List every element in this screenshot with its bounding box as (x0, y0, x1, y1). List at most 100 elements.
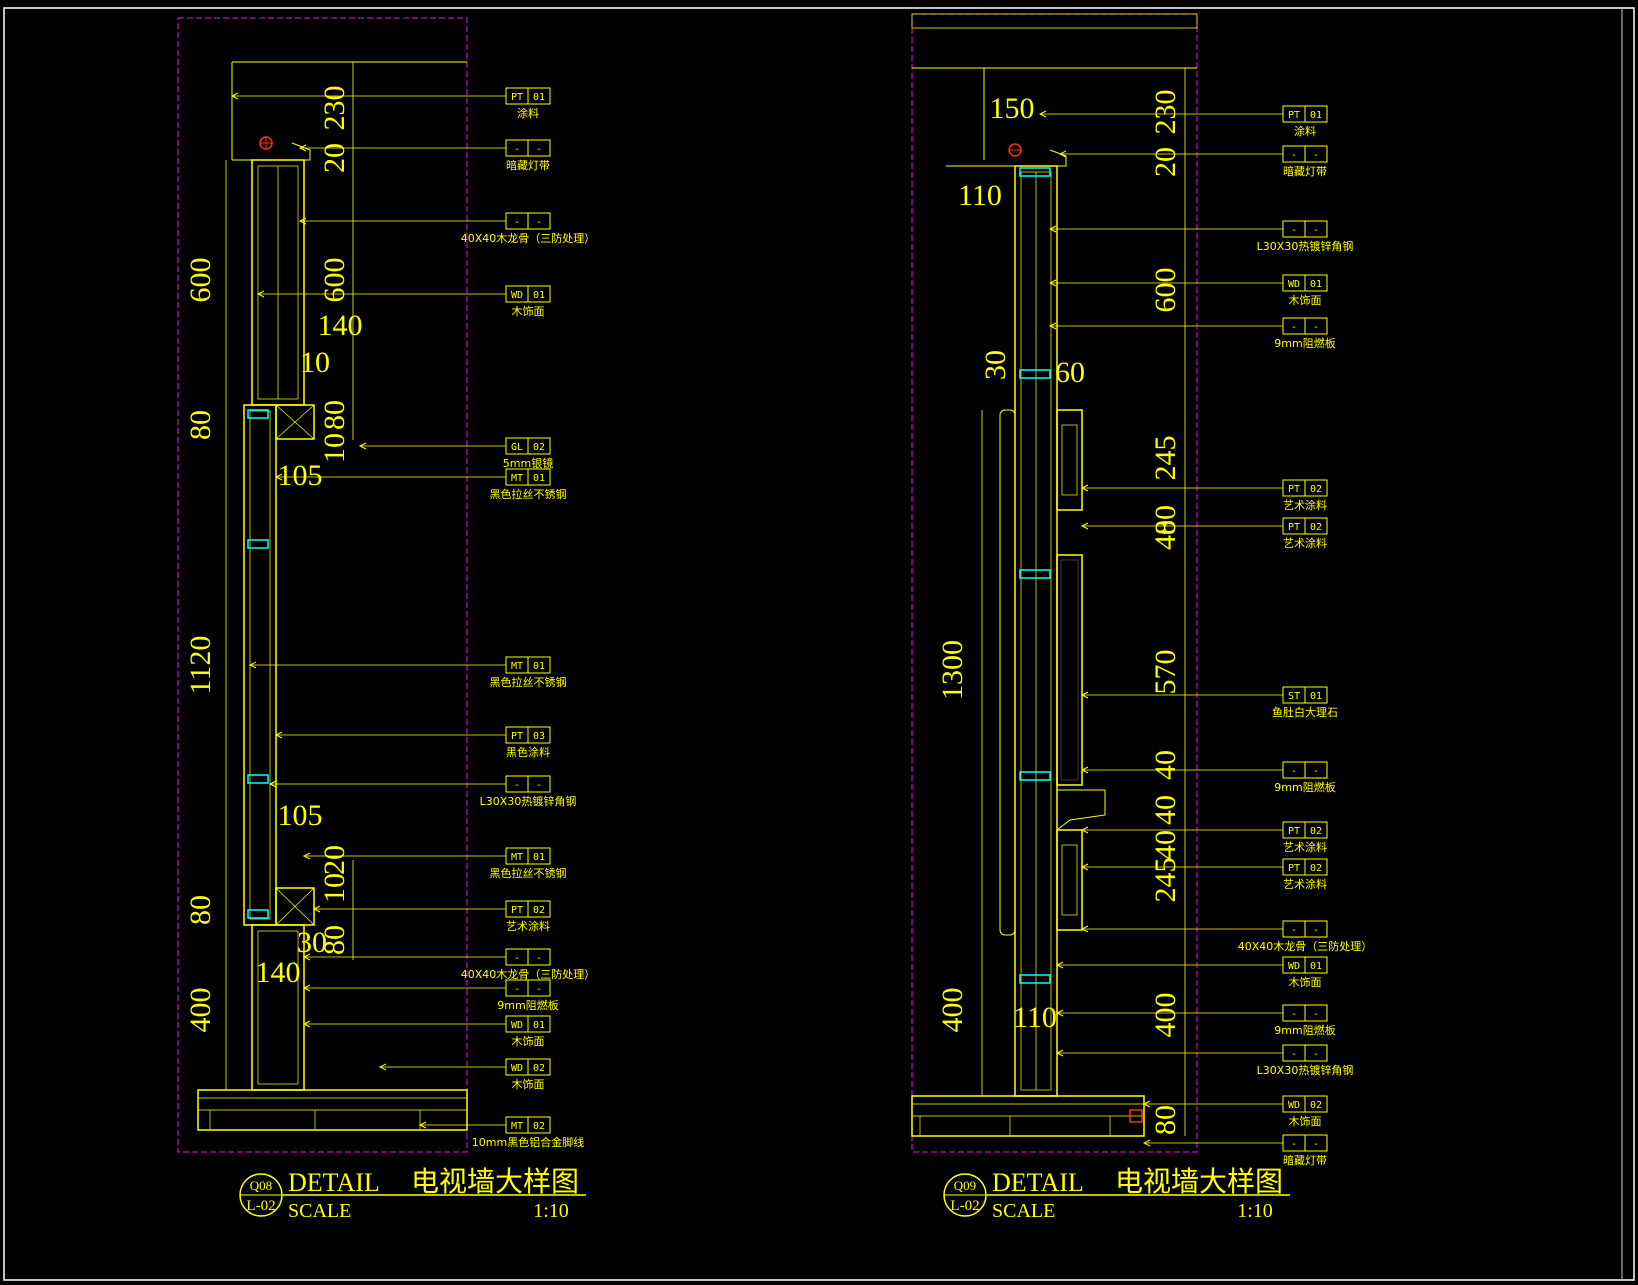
material-tag: --40X40木龙骨（三防处理） (302, 948, 596, 981)
tag-number: 01 (533, 661, 545, 672)
steel-angle-marker (1019, 167, 1051, 177)
tag-label: 黑色涂料 (506, 745, 550, 759)
dimension-value: 80 (1149, 1105, 1182, 1135)
tag-code: ST (1288, 691, 1300, 702)
tag-code: MT (511, 852, 523, 863)
dimension-value: 245 (1149, 436, 1182, 481)
tag-number: 02 (1310, 484, 1322, 495)
tag-label: 9mm阻燃板 (1274, 1023, 1335, 1037)
tag-code: - (514, 144, 520, 155)
tag-number: - (1313, 225, 1319, 236)
steel-angle-marker (1019, 369, 1051, 379)
tag-code: - (514, 780, 520, 791)
tag-label: 9mm阻燃板 (1274, 336, 1335, 350)
tag-code: - (1291, 1009, 1297, 1020)
tag-label: 木饰面 (512, 304, 545, 318)
tag-code: PT (511, 92, 523, 103)
tag-label: 5mm银镜 (503, 456, 553, 470)
tag-code: - (1291, 150, 1297, 161)
lower-art-panel (1056, 829, 1083, 931)
ceiling-cove (946, 149, 1067, 167)
tag-label: 40X40木龙骨（三防处理） (1238, 939, 1373, 953)
tag-code: MT (511, 661, 523, 672)
tag-code: PT (1288, 863, 1300, 874)
dimension-value: 600 (318, 258, 351, 303)
dimension-value: 140 (256, 956, 301, 989)
tag-number: - (536, 144, 542, 155)
tag-label: 涂料 (1294, 124, 1316, 138)
dimension-value: 110 (958, 179, 1002, 212)
tag-number: - (536, 953, 542, 964)
dimension-value: 80 (184, 410, 217, 440)
tag-label: 木饰面 (1289, 1114, 1322, 1128)
material-tag: WD 02 木饰面 (1142, 1095, 1328, 1128)
dimension-value: 105 (278, 799, 323, 832)
tag-label: 暗藏灯带 (506, 158, 550, 172)
tag-label: 10mm黑色铝合金脚线 (472, 1135, 584, 1149)
tag-label: 40X40木龙骨（三防处理） (461, 967, 596, 981)
dimension-value: 80 (1149, 505, 1182, 535)
tag-code: GL (511, 442, 523, 453)
tag-label: 黑色拉丝不锈钢 (490, 866, 567, 880)
dimension-value: 245 (1149, 858, 1182, 903)
tag-label: 艺术涂料 (1283, 536, 1327, 550)
dimension-value: 10 (300, 346, 330, 379)
tag-number: 01 (533, 290, 545, 301)
detail-label: DETAIL (288, 1168, 380, 1197)
material-tag: - - 暗藏灯带 (298, 139, 551, 172)
tag-label: 木饰面 (512, 1034, 545, 1048)
scale-label: SCALE (288, 1200, 351, 1222)
view-frame (911, 13, 1198, 1153)
dimension-value: 105 (278, 459, 323, 492)
tag-number: 02 (533, 1063, 545, 1074)
marble-panel (1056, 554, 1083, 786)
tag-label: L30X30热镀锌角钢 (1257, 239, 1354, 253)
dimension-value: 150 (990, 92, 1035, 125)
tag-code: - (1291, 322, 1297, 333)
steel-angle-marker (1019, 569, 1051, 579)
scale-value: 1:10 (1237, 1200, 1273, 1222)
tag-label: 40X40木龙骨（三防处理） (461, 231, 596, 245)
detail-number: Q09 (954, 1178, 976, 1193)
tag-number: 01 (1310, 691, 1322, 702)
tag-label: 暗藏灯带 (1283, 1153, 1327, 1167)
dimension-value: 230 (1149, 90, 1182, 135)
upper-art-panel (1056, 409, 1083, 511)
dimension-value: 40 (1149, 830, 1182, 860)
tag-code: PT (1288, 110, 1300, 121)
tag-label: 黑色拉丝不锈钢 (490, 487, 567, 501)
tag-number: 01 (1310, 961, 1322, 972)
tag-label: 艺术涂料 (1283, 877, 1327, 891)
tag-code: WD (511, 1020, 523, 1031)
tag-code: WD (1288, 1100, 1300, 1111)
tag-label: 木饰面 (1289, 975, 1322, 989)
tag-number: 03 (533, 731, 545, 742)
dimension-value: 30 (297, 926, 327, 959)
sheet-number: L-02 (950, 1198, 979, 1214)
tag-label: 鱼肚白大理石 (1272, 705, 1338, 719)
tag-code: - (1291, 225, 1297, 236)
tag-code: WD (511, 290, 523, 301)
tag-number: 02 (1310, 1100, 1322, 1111)
material-tag: PT 02 艺术涂料 (1080, 858, 1328, 891)
sheet-number: L-02 (246, 1198, 275, 1214)
dimension-value: 230 (318, 86, 351, 131)
tag-number: 02 (1310, 863, 1322, 874)
tag-code: PT (1288, 522, 1300, 533)
dimension-value: 600 (184, 258, 217, 303)
tag-label: 涂料 (517, 106, 539, 120)
material-tag: --9mm阻燃板 (1055, 1004, 1336, 1037)
